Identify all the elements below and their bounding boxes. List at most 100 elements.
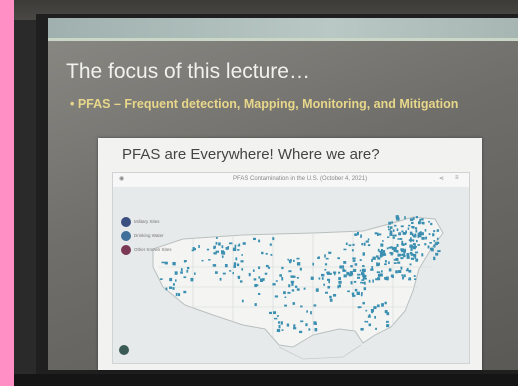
contamination-marker (391, 247, 395, 250)
slide: The focus of this lecture… • PFAS – Freq… (48, 18, 518, 370)
contamination-marker (360, 293, 363, 297)
contamination-marker (324, 268, 327, 271)
contamination-marker (293, 327, 297, 330)
contamination-marker (412, 243, 416, 246)
contamination-marker (377, 257, 381, 260)
contamination-marker (359, 269, 362, 272)
contamination-marker (396, 243, 399, 247)
contamination-marker (399, 253, 402, 256)
contamination-marker (275, 280, 278, 282)
contamination-marker (338, 280, 342, 284)
contamination-marker (392, 234, 396, 237)
contamination-marker (215, 250, 220, 253)
contamination-marker (410, 253, 413, 255)
contamination-marker (397, 261, 401, 264)
contamination-marker (354, 263, 358, 266)
contamination-marker (360, 234, 362, 238)
contamination-marker (359, 259, 362, 261)
contamination-marker (237, 275, 241, 279)
contamination-marker (172, 283, 175, 286)
contamination-marker (352, 259, 356, 262)
contamination-marker (414, 243, 416, 246)
contamination-marker (318, 277, 321, 280)
contamination-marker (292, 275, 296, 278)
contamination-marker (410, 247, 413, 251)
contamination-marker (410, 237, 412, 241)
contamination-marker (339, 265, 343, 269)
contamination-marker (225, 247, 229, 250)
info-button-icon[interactable] (119, 345, 129, 355)
contamination-marker (410, 239, 412, 243)
contamination-marker (432, 233, 435, 237)
share-icon[interactable]: ⋖ (439, 176, 445, 182)
legend-dot-drinking-water[interactable] (121, 231, 131, 241)
contamination-marker (381, 270, 383, 273)
contamination-marker (273, 311, 277, 315)
contamination-marker (433, 256, 436, 261)
contamination-marker (174, 271, 178, 275)
contamination-marker (172, 287, 175, 290)
contamination-marker (398, 232, 402, 236)
contamination-marker (232, 272, 235, 275)
contamination-marker (353, 268, 357, 272)
contamination-marker (305, 323, 308, 327)
contamination-marker (214, 271, 218, 274)
contamination-marker (371, 266, 374, 270)
contamination-marker (190, 277, 194, 282)
contamination-marker (172, 261, 176, 266)
contamination-marker (192, 248, 197, 251)
contamination-marker (208, 259, 211, 261)
contamination-marker (276, 315, 279, 317)
contamination-marker (357, 276, 360, 279)
legend-dot-military[interactable] (121, 217, 131, 227)
contamination-marker (180, 268, 183, 272)
contamination-marker (310, 311, 312, 315)
contamination-marker (288, 259, 292, 262)
contamination-marker (366, 320, 369, 323)
contamination-marker (375, 278, 378, 281)
contamination-marker (354, 233, 358, 236)
contamination-marker (435, 252, 439, 256)
contamination-marker (363, 242, 366, 246)
contamination-marker (290, 275, 294, 278)
contamination-marker (362, 273, 365, 278)
contamination-marker (292, 259, 295, 262)
contamination-marker (191, 249, 195, 252)
contamination-marker (254, 303, 257, 307)
contamination-marker (334, 272, 336, 276)
map-window: ◉ PFAS Contamination in the U.S. (Octobe… (112, 172, 470, 364)
contamination-marker (376, 262, 378, 265)
contamination-marker (380, 243, 384, 247)
contamination-marker (410, 239, 415, 242)
contamination-marker (362, 281, 366, 284)
contamination-marker (274, 317, 278, 320)
contamination-marker (283, 291, 286, 295)
contamination-marker (352, 257, 356, 260)
contamination-marker (327, 286, 330, 289)
menu-icon[interactable]: ≡ (455, 175, 459, 181)
contamination-marker (361, 292, 363, 295)
contamination-marker (412, 217, 415, 220)
screen-bottom-edge (14, 374, 518, 386)
contamination-marker (299, 267, 302, 271)
contamination-marker (165, 287, 168, 291)
contamination-marker (390, 246, 393, 249)
legend-dot-other-sites[interactable] (121, 245, 131, 255)
contamination-marker (326, 278, 331, 281)
contamination-marker (380, 253, 384, 257)
contamination-marker (296, 257, 300, 260)
contamination-marker (186, 269, 189, 273)
contamination-marker (400, 266, 403, 270)
contamination-marker (403, 274, 406, 278)
contamination-marker (357, 306, 361, 309)
contamination-marker (421, 218, 424, 221)
contamination-marker (325, 291, 328, 294)
contamination-marker (159, 278, 163, 280)
contamination-marker (372, 279, 374, 283)
contamination-marker (414, 251, 419, 254)
contamination-marker (326, 271, 330, 275)
contamination-marker (272, 237, 275, 241)
contamination-marker (429, 242, 432, 244)
contamination-marker (408, 277, 411, 280)
contamination-marker (364, 281, 366, 285)
